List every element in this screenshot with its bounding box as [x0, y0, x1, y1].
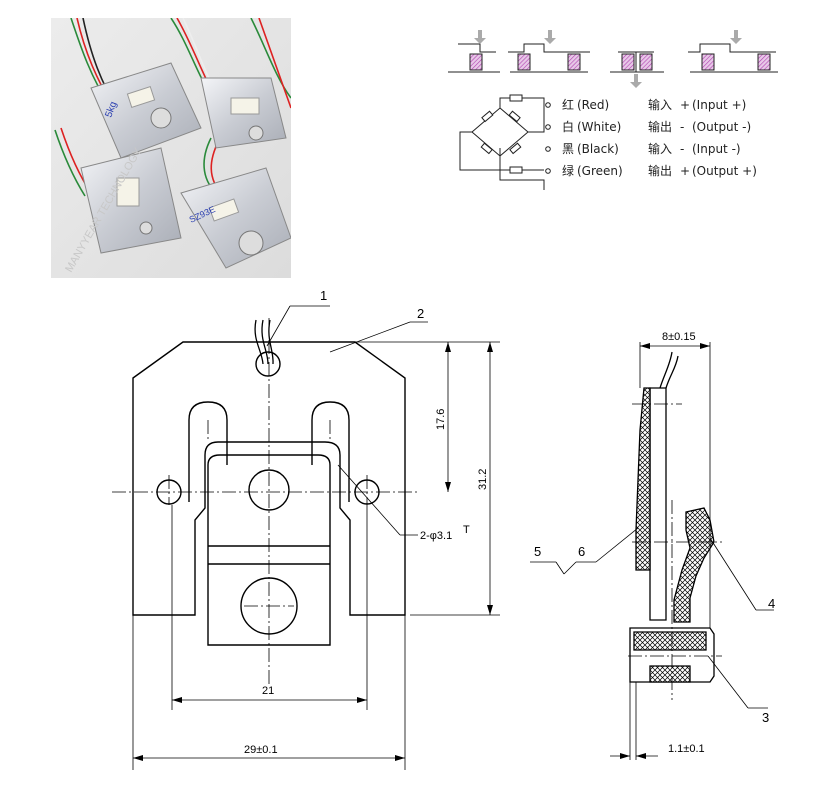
load-config-4: [688, 30, 778, 73]
side-view-drawing: 8±0.15 1.1±0.1 3 4 5 6: [530, 331, 775, 760]
wire-sign: -: [680, 120, 684, 134]
dim-hole: 2-φ3.1: [420, 530, 452, 542]
load-cell-photo: 5kg SZ93E MANYYEAR TECHNOLOGY: [51, 18, 291, 278]
wire-en-color: (Green): [577, 164, 623, 178]
wire-en-role: (Input -): [692, 142, 741, 156]
wire-en-color: (Red): [577, 98, 609, 112]
load-cell-2: [200, 77, 287, 149]
wire-sign: +: [680, 164, 690, 178]
callout-6: 6: [578, 544, 585, 559]
wire-cn-role: 输入: [648, 141, 672, 156]
wire-sign: +: [680, 98, 690, 112]
load-config-3: [610, 51, 664, 88]
load-cell-3: [80, 147, 182, 254]
dim-inner-width: 21: [262, 685, 274, 697]
wire-en-role: (Output -): [692, 120, 751, 134]
wheatstone-bridge: [459, 94, 545, 190]
dim-hole-suffix: T: [463, 524, 470, 536]
wiring-diagram: 红 (Red) 输入 + (Input +) 白 (White) 输出 - (O…: [448, 30, 778, 190]
callout-3: 3: [762, 710, 769, 725]
load-cell-1: [90, 62, 202, 159]
wire-color-row-red: 红 (Red) 输入 + (Input +): [562, 97, 746, 112]
dim-height-upper: 17.6: [435, 409, 447, 430]
callout-4: 4: [768, 596, 775, 611]
wire-cn-role: 输入: [648, 97, 672, 112]
dim-height-total: 31.2: [477, 469, 489, 490]
wire-color-row-white: 白 (White) 输出 - (Output -): [562, 119, 751, 134]
load-config-2: [508, 30, 590, 73]
wire-color-row-green: 绿 (Green) 输出 + (Output +): [562, 163, 757, 178]
load-cell-outline: [132, 341, 406, 616]
wire-color-row-black: 黑 (Black) 输入 - (Input -): [562, 141, 741, 156]
wire-cn-color: 绿: [562, 163, 574, 178]
wire-en-color: (White): [577, 120, 621, 134]
load-config-1: [448, 30, 500, 73]
load-cell-4: [180, 167, 291, 269]
wire-en-role: (Input +): [692, 98, 746, 112]
wire-en-color: (Black): [577, 142, 619, 156]
callout-2: 2: [417, 306, 424, 321]
wire-cn-role: 输出: [648, 119, 672, 134]
photo-label-1: 5kg: [103, 100, 119, 119]
dim-outer-width: 29±0.1: [244, 744, 278, 756]
wire-en-role: (Output +): [692, 164, 757, 178]
front-view-drawing: 1 2 17.6 31.2 2-φ3.1 T 21 29±0.1: [112, 288, 500, 770]
callout-1: 1: [320, 288, 327, 303]
dim-bottom: 1.1±0.1: [668, 743, 705, 755]
wire-cn-role: 输出: [648, 163, 672, 178]
wire-cn-color: 白: [562, 119, 574, 134]
dim-top: 8±0.15: [662, 331, 696, 343]
wire-cn-color: 红: [562, 97, 574, 112]
wire-cn-color: 黑: [562, 142, 574, 156]
callout-5: 5: [534, 544, 541, 559]
wire-sign: -: [680, 142, 684, 156]
